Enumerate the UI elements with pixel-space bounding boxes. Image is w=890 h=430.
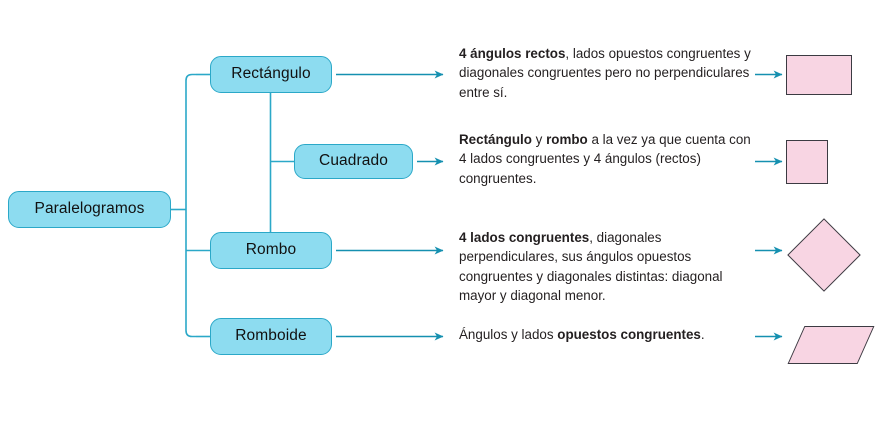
node-rectangulo-label: Rectángulo — [231, 65, 311, 83]
node-rombo[interactable]: Rombo — [210, 232, 332, 269]
parallelogram-figure — [787, 326, 875, 364]
rectangle-figure — [786, 55, 852, 95]
node-paralelogramos[interactable]: Paralelogramos — [8, 191, 171, 228]
square-figure-cell — [786, 127, 882, 197]
node-romboide-label: Romboide — [235, 327, 307, 345]
node-cuadrado[interactable]: Cuadrado — [294, 144, 413, 179]
rectangle-figure-cell — [786, 40, 882, 110]
description-romboide: Ángulos y lados opuestos congruentes. — [459, 327, 705, 342]
node-romboide[interactable]: Romboide — [210, 318, 332, 355]
node-cuadrado-label: Cuadrado — [319, 152, 388, 170]
rhombus-figure — [787, 218, 861, 292]
description-rectangulo: 4 ángulos rectos, lados opuestos congrue… — [459, 46, 751, 100]
connector-spine — [185, 73, 196, 338]
rhombus-figure-cell — [786, 218, 882, 292]
node-paralelogramos-label: Paralelogramos — [34, 200, 145, 218]
description-rombo: 4 lados congruentes, diagonales perpendi… — [459, 230, 723, 303]
node-rectangulo[interactable]: Rectángulo — [210, 56, 332, 93]
description-cuadrado: Rectángulo y rombo a la vez ya que cuent… — [459, 132, 751, 186]
square-figure — [786, 140, 828, 184]
parallelogram-figure-cell — [786, 310, 882, 380]
node-rombo-label: Rombo — [245, 241, 297, 259]
